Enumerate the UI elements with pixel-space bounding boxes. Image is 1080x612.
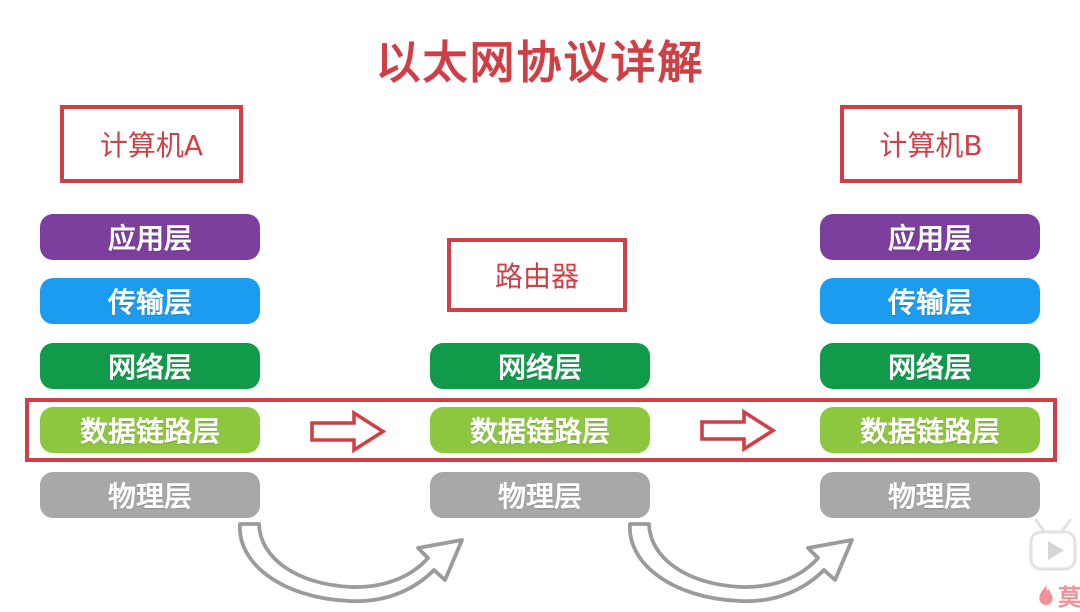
curved-arrow-path [238, 522, 464, 604]
watermark: 莫 讠 [1036, 581, 1080, 611]
watermark-text: 莫 [1058, 585, 1080, 611]
physical-curve-arrow-a-to-router-icon [238, 522, 464, 604]
layer-bar-router-datalink: 数据链路层 [430, 407, 650, 453]
flame-icon [1039, 584, 1053, 605]
layer-bar-b-transport: 传输层 [820, 278, 1040, 324]
datalink-highlight-band [25, 398, 1057, 462]
right-block-arrow-icon [310, 409, 387, 454]
datalink-arrow-a-to-router-icon [310, 409, 387, 454]
flame-shape [1039, 584, 1053, 605]
layer-bar-b-physical: 物理层 [820, 472, 1040, 518]
page-title: 以太网协议详解 [375, 36, 705, 89]
curved-arrow-path [628, 522, 854, 604]
layer-bar-router-physical: 物理层 [430, 472, 650, 518]
play-triangle-icon [1048, 541, 1064, 560]
computer-a-label-box: 计算机A [60, 105, 243, 183]
layer-bar-a-physical: 物理层 [40, 472, 260, 518]
physical-curve-arrow-router-to-b-icon [628, 522, 854, 604]
tv-antenna-icon [1034, 518, 1072, 532]
tv-play-icon [1029, 518, 1077, 571]
computer-b-label-box: 计算机B [840, 105, 1022, 183]
layer-bar-a-datalink: 数据链路层 [40, 407, 260, 453]
router-label-box: 路由器 [447, 238, 627, 312]
layer-bar-b-datalink: 数据链路层 [820, 407, 1040, 453]
layer-bar-a-transport: 传输层 [40, 278, 260, 324]
layer-bar-b-application: 应用层 [820, 214, 1040, 260]
layer-bar-a-application: 应用层 [40, 214, 260, 260]
layer-bar-a-network: 网络层 [40, 343, 260, 389]
datalink-arrow-router-to-b-icon [700, 408, 777, 453]
layer-bar-router-network: 网络层 [430, 343, 650, 389]
right-block-arrow-icon [700, 408, 777, 453]
layer-bar-b-network: 网络层 [820, 343, 1040, 389]
